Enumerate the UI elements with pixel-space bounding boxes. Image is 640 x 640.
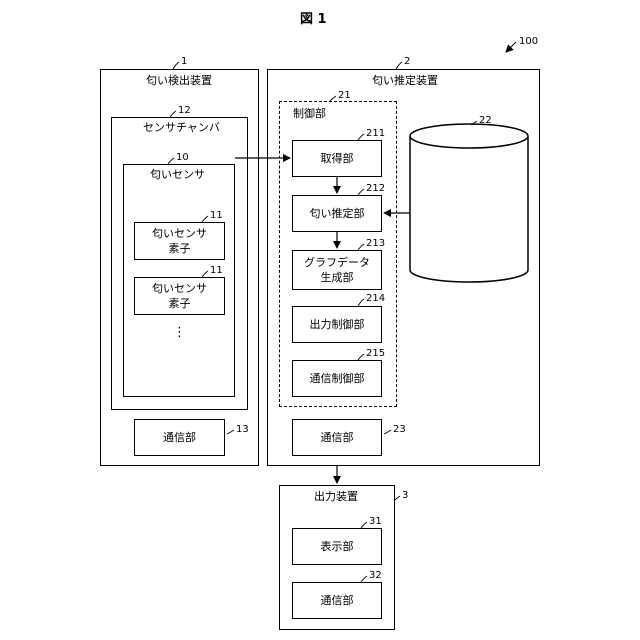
acquisition-unit: 取得部 — [292, 140, 382, 177]
acquisition-unit-ref: 211 — [366, 128, 385, 140]
display-unit: 表示部 — [292, 528, 382, 565]
system-ref-leader — [506, 42, 516, 52]
storage-unit-label: 記憶部 — [452, 208, 485, 222]
odor-estimation-device-label: 匂い推定装置 — [372, 74, 438, 88]
odor-estimation-device-ref: 2 — [404, 56, 410, 68]
comm-control-unit-ref: 215 — [366, 348, 385, 360]
output-control-unit: 出力制御部 — [292, 306, 382, 343]
odor-sensor-element-2-ref: 11 — [210, 265, 223, 277]
sensor-chamber-ref: 12 — [178, 105, 191, 117]
odor-sensor-element-1: 匂いセンサ 素子 — [134, 222, 225, 260]
odor-estimation-unit-ref: 212 — [366, 183, 385, 195]
detector-comm-unit: 通信部 — [134, 419, 225, 456]
system-ref: 100 — [519, 36, 538, 48]
odor-sensor-element-2: 匂いセンサ 素子 — [134, 277, 225, 315]
odor-sensor-element-1-line2: 素子 — [169, 241, 191, 256]
odor-estimation-unit-label: 匂い推定部 — [310, 206, 365, 221]
output-comm-unit-label: 通信部 — [321, 593, 354, 608]
odor-sensor-element-1-line1: 匂いセンサ — [152, 226, 207, 241]
detector-comm-unit-label: 通信部 — [163, 430, 196, 445]
odor-sensor-element-2-line2: 素子 — [169, 296, 191, 311]
output-control-unit-ref: 214 — [366, 293, 385, 305]
control-unit-label: 制御部 — [293, 107, 326, 121]
output-control-unit-label: 出力制御部 — [310, 317, 365, 332]
odor-detection-device-ref: 1 — [181, 56, 187, 68]
acquisition-unit-label: 取得部 — [321, 151, 354, 166]
output-device-label: 出力装置 — [314, 490, 358, 504]
comm-control-unit-label: 通信制御部 — [310, 371, 365, 386]
detector-comm-unit-ref: 13 — [236, 424, 249, 436]
graph-data-generation-unit: グラフデータ 生成部 — [292, 250, 382, 290]
odor-sensor-element-2-line1: 匂いセンサ — [152, 281, 207, 296]
output-device-ref: 3 — [402, 490, 408, 502]
comm-control-unit: 通信制御部 — [292, 360, 382, 397]
ellipsis: ⋮ — [173, 326, 186, 340]
output-comm-unit: 通信部 — [292, 582, 382, 619]
estimator-comm-unit: 通信部 — [292, 419, 382, 456]
graph-data-generation-unit-ref: 213 — [366, 238, 385, 250]
estimator-comm-unit-ref: 23 — [393, 424, 406, 436]
graph-data-generation-unit-line1: グラフデータ — [304, 255, 370, 270]
odor-estimation-unit: 匂い推定部 — [292, 195, 382, 232]
control-unit-ref: 21 — [338, 90, 351, 102]
graph-data-generation-unit-line2: 生成部 — [321, 270, 354, 285]
odor-sensor-ref: 10 — [176, 152, 189, 164]
odor-sensor-element-1-ref: 11 — [210, 210, 223, 222]
odor-sensor-label: 匂いセンサ — [150, 168, 205, 182]
output-comm-unit-ref: 32 — [369, 570, 382, 582]
estimator-comm-unit-label: 通信部 — [321, 430, 354, 445]
sensor-chamber-label: センサチャンバ — [143, 121, 220, 135]
display-unit-label: 表示部 — [321, 539, 354, 554]
figure-title: 図 1 — [300, 8, 327, 27]
odor-detection-device-label: 匂い検出装置 — [146, 74, 212, 88]
display-unit-ref: 31 — [369, 516, 382, 528]
storage-unit-ref: 22 — [479, 115, 492, 127]
